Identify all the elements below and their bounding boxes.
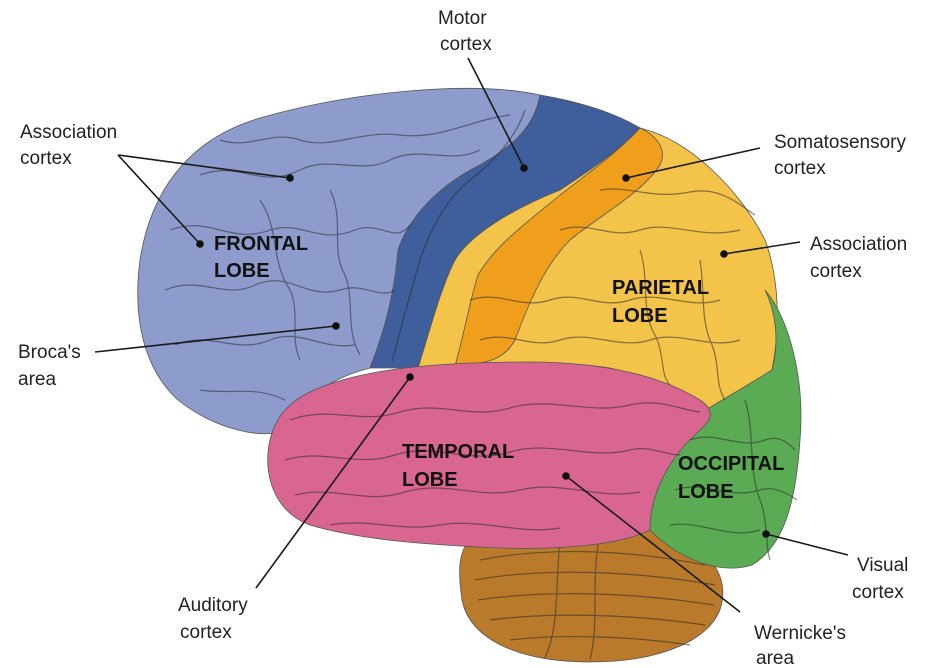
frontal-lobe-label: FRONTAL [214,233,308,255]
association-cortex-left-label: Association [20,122,117,143]
association-cortex-right-sublabel: cortex [810,261,862,282]
parietal-lobe-label: PARIETAL [612,277,709,299]
wernicke-area-sublabel: area [756,648,794,668]
broca-area-sublabel: area [18,369,56,390]
auditory-cortex-sublabel: cortex [180,622,232,643]
association-cortex-left-sublabel: cortex [20,148,72,169]
broca-area-label: Broca's [18,342,81,363]
somatosensory-cortex-sublabel: cortex [774,158,826,179]
temporal-lobe-label: TEMPORAL [402,441,514,463]
frontal-lobe-sublabel: LOBE [214,260,270,282]
visual-cortex-sublabel: cortex [852,582,904,603]
visual-leader [766,534,848,555]
occipital-lobe-label: OCCIPITAL [678,453,784,475]
occipital-lobe-sublabel: LOBE [678,481,734,503]
temporal-lobe-sublabel: LOBE [402,469,458,491]
auditory-cortex-label: Auditory [178,595,248,616]
visual-cortex-label: Visual [857,555,908,576]
association-cortex-right-label: Association [810,234,907,255]
somatosensory-cortex-label: Somatosensory [774,132,907,153]
wernicke-area-label: Wernicke's [754,623,846,644]
motor-cortex-label: Motor [438,8,487,29]
motor-cortex-sublabel: cortex [440,34,492,55]
parietal-lobe-sublabel: LOBE [612,305,668,327]
